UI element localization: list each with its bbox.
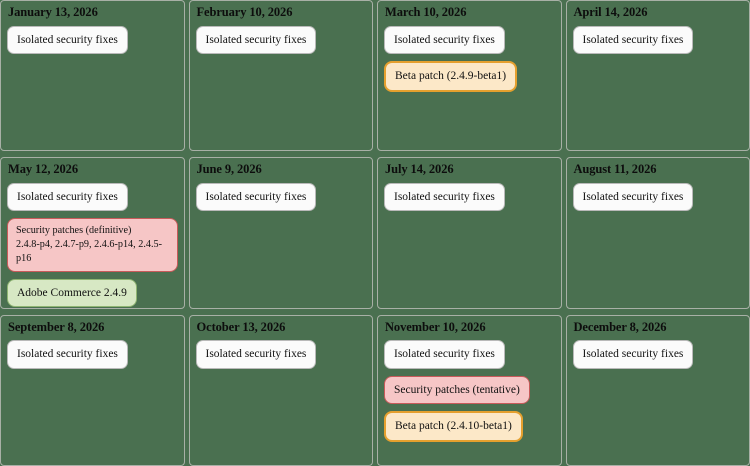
- month-cell-may: May 12, 2026 Isolated security fixes Sec…: [0, 157, 185, 309]
- badge-isolated-security-fixes[interactable]: Isolated security fixes: [384, 340, 505, 369]
- badge-isolated-security-fixes[interactable]: Isolated security fixes: [572, 25, 694, 55]
- month-date-heading: July 14, 2026: [385, 162, 454, 177]
- badge-isolated-security-fixes[interactable]: Isolated security fixes: [195, 183, 317, 212]
- badge-isolated-security-fixes[interactable]: Isolated security fixes: [195, 25, 317, 55]
- month-date-heading: April 14, 2026: [573, 5, 648, 19]
- month-date-heading: March 10, 2026: [385, 5, 467, 19]
- month-cell-august: August 11, 2026 Isolated security fixes: [565, 157, 750, 309]
- month-date-heading: June 9, 2026: [196, 162, 262, 177]
- badge-isolated-security-fixes[interactable]: Isolated security fixes: [384, 183, 505, 212]
- badge-security-patches-tentative[interactable]: Security patches (tentative): [384, 375, 530, 405]
- month-cell-december: December 8, 2026 Isolated security fixes: [565, 314, 750, 466]
- month-cell-february: February 10, 2026 Isolated security fixe…: [188, 0, 373, 152]
- badge-security-patches-versions: 2.4.8-p4, 2.4.7-p9, 2.4.6-p14, 2.4.5-p16: [16, 239, 163, 264]
- badge-isolated-security-fixes[interactable]: Isolated security fixes: [7, 340, 128, 369]
- month-date-heading: November 10, 2026: [385, 319, 486, 334]
- month-cell-july: July 14, 2026 Isolated security fixes: [377, 157, 562, 309]
- badge-isolated-security-fixes[interactable]: Isolated security fixes: [7, 183, 128, 212]
- badge-security-patches-title: Security patches (definitive): [16, 225, 132, 237]
- month-cell-january: January 13, 2026 Isolated security fixes: [0, 0, 185, 152]
- month-date-heading: January 13, 2026: [8, 5, 98, 19]
- month-date-heading: May 12, 2026: [8, 162, 78, 177]
- month-cell-october: October 13, 2026 Isolated security fixes: [188, 314, 373, 466]
- month-cell-september: September 8, 2026 Isolated security fixe…: [0, 314, 185, 466]
- month-date-heading: February 10, 2026: [196, 5, 293, 19]
- badge-beta-patch[interactable]: Beta patch (2.4.9-beta1): [384, 61, 518, 92]
- month-date-heading: December 8, 2026: [573, 319, 667, 334]
- month-cell-november: November 10, 2026 Isolated security fixe…: [377, 314, 562, 466]
- month-cell-march: March 10, 2026 Isolated security fixes B…: [377, 0, 562, 152]
- badge-isolated-security-fixes[interactable]: Isolated security fixes: [195, 340, 317, 369]
- month-date-heading: September 8, 2026: [8, 319, 105, 334]
- badge-isolated-security-fixes[interactable]: Isolated security fixes: [7, 25, 128, 55]
- badge-adobe-commerce-release[interactable]: Adobe Commerce 2.4.9: [7, 278, 137, 308]
- month-date-heading: August 11, 2026: [573, 162, 657, 177]
- badge-isolated-security-fixes[interactable]: Isolated security fixes: [572, 183, 694, 212]
- month-date-heading: October 13, 2026: [196, 319, 286, 334]
- month-cell-june: June 9, 2026 Isolated security fixes: [188, 157, 373, 309]
- badge-security-patches-definitive[interactable]: Security patches (definitive) 2.4.8-p4, …: [7, 218, 178, 272]
- badge-beta-patch[interactable]: Beta patch (2.4.10-beta1): [384, 411, 523, 442]
- badge-isolated-security-fixes[interactable]: Isolated security fixes: [384, 25, 505, 55]
- badge-isolated-security-fixes[interactable]: Isolated security fixes: [572, 340, 694, 369]
- month-cell-april: April 14, 2026 Isolated security fixes: [565, 0, 750, 152]
